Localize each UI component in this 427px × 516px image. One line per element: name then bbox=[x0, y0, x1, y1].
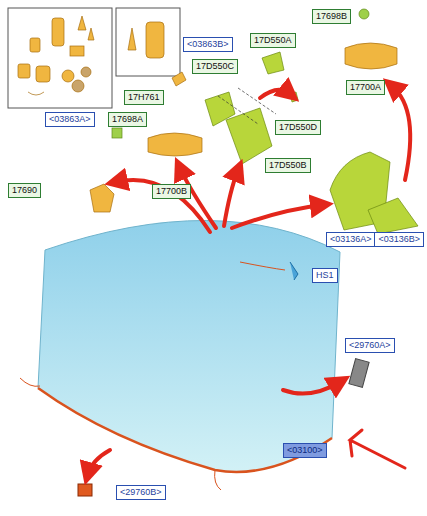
callout-number: HS1 bbox=[316, 270, 334, 280]
windshield bbox=[38, 220, 340, 471]
callout-box: <29760B> bbox=[116, 485, 166, 500]
callout-box: 17D550B bbox=[265, 158, 311, 173]
callout-number: 17D550A bbox=[254, 35, 292, 45]
callout-box: <03136A> bbox=[326, 232, 376, 247]
windshield-edge bbox=[38, 388, 332, 472]
callout-number: <03863B> bbox=[187, 39, 229, 49]
callout-box: 17690 bbox=[8, 183, 41, 198]
callout-number: <03136A> bbox=[330, 234, 372, 244]
callout-box: 17700B bbox=[152, 184, 191, 199]
callout-box: 17698A bbox=[108, 112, 147, 127]
repair-kit bbox=[18, 16, 164, 95]
callout-box: <03863B> bbox=[183, 37, 233, 52]
callout-box: 17D550D bbox=[275, 120, 321, 135]
callout-box: 17H761 bbox=[124, 90, 164, 105]
wire bbox=[20, 262, 285, 490]
inset-frame bbox=[116, 8, 180, 76]
sensor bbox=[290, 262, 298, 280]
callout-number: <29760A> bbox=[349, 340, 391, 350]
callout-number: 17D550D bbox=[279, 122, 317, 132]
clip bbox=[349, 359, 369, 388]
callout-number: <03136B> bbox=[378, 234, 420, 244]
callout-number: 17698A bbox=[112, 114, 143, 124]
callout-box: <03100> bbox=[283, 443, 327, 458]
callout-number: <03100> bbox=[287, 445, 323, 455]
callout-box: <03136B> bbox=[374, 232, 424, 247]
callout-number: <03863A> bbox=[49, 114, 91, 124]
callout-box: 17D550A bbox=[250, 33, 296, 48]
callout-number: 17D550B bbox=[269, 160, 307, 170]
callout-box: 17698B bbox=[312, 9, 351, 24]
callout-number: <29760B> bbox=[120, 487, 162, 497]
callout-number: 17700A bbox=[350, 82, 381, 92]
cover-parts bbox=[205, 52, 418, 234]
callout-number: 17H761 bbox=[128, 92, 160, 102]
red-arrow bbox=[88, 86, 410, 474]
callout-box: 17D550C bbox=[192, 59, 238, 74]
callout-number: 17690 bbox=[12, 185, 37, 195]
callout-box: <29760A> bbox=[345, 338, 395, 353]
callout-box: 17700A bbox=[346, 80, 385, 95]
clip bbox=[78, 484, 92, 496]
callout-box: <03863A> bbox=[45, 112, 95, 127]
callout-box: HS1 bbox=[312, 268, 338, 283]
pointer-arrow bbox=[350, 430, 405, 468]
callout-number: 17D550C bbox=[196, 61, 234, 71]
callout-number: 17698B bbox=[316, 11, 347, 21]
callout-number: 17700B bbox=[156, 186, 187, 196]
inset-frame bbox=[8, 8, 112, 108]
